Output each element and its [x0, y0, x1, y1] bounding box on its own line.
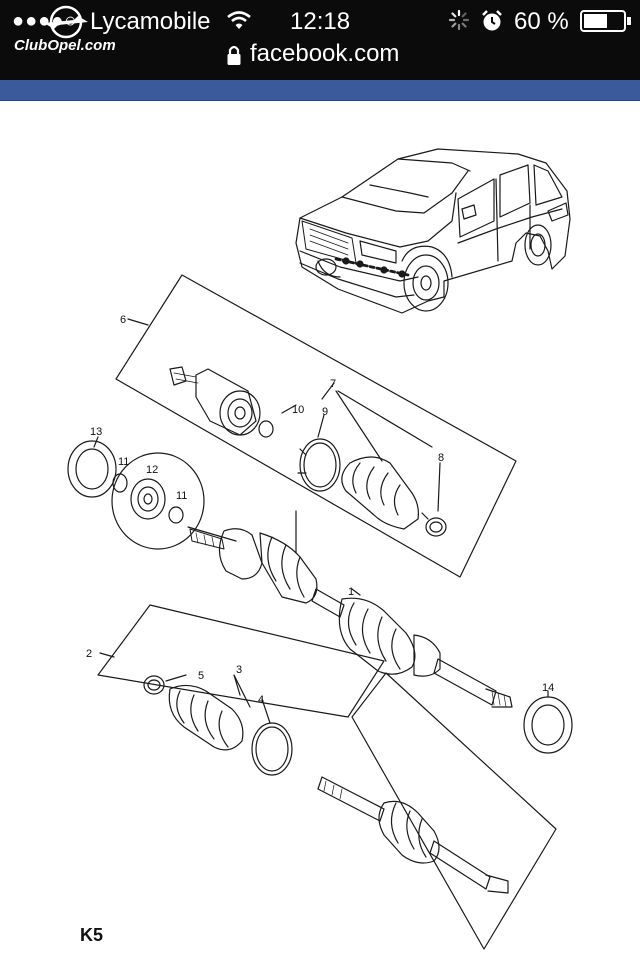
seal-13: [67, 440, 117, 498]
battery-icon: [580, 10, 632, 32]
shaft-box: [351, 672, 557, 950]
callout-2: 2: [86, 648, 92, 660]
callout-4: 4: [258, 694, 264, 706]
clamp-4: [251, 722, 293, 776]
callout-3: 3: [236, 664, 242, 676]
vehicle-illustration: [295, 148, 571, 314]
wifi-icon: [226, 9, 252, 31]
detail-circle: [111, 452, 237, 550]
carrier-name: Lycamobile: [90, 8, 211, 35]
seal-14: [523, 696, 573, 754]
callout-14: 14: [542, 682, 554, 694]
drive-shaft-lower: [317, 776, 509, 894]
callout-1: 1: [348, 586, 354, 598]
callout-10: 10: [292, 404, 304, 416]
callout-12: 12: [146, 464, 158, 476]
callout-13: 13: [90, 426, 102, 438]
page-content: 6 7 10 9 8 13 11 12 11 1 2 3 5 4 14 K5: [0, 101, 640, 960]
url-text: facebook.com: [250, 40, 400, 67]
callout-labels: 6 7 10 9 8 13 11 12 11 1 2 3 5 4 14: [86, 314, 554, 706]
diagram-page-code: K5: [80, 925, 104, 945]
callout-11a: 11: [118, 456, 129, 468]
clock: 12:18: [290, 8, 351, 35]
circlip-10: [258, 420, 274, 438]
small-clamp-5: [143, 675, 165, 695]
alarm-icon: [480, 9, 504, 33]
small-clamp-kit-6: [421, 512, 447, 537]
status-bar: ClubOpel.com ●●●●○ Lycamobile 12:18: [0, 0, 640, 80]
callout-5: 5: [198, 670, 204, 682]
circlip-11a: [112, 473, 128, 493]
lock-icon: [226, 44, 242, 66]
callout-8: 8: [438, 452, 444, 464]
callout-9: 9: [322, 406, 328, 418]
battery-percentage: 60 %: [514, 8, 569, 35]
drive-shaft-1: [189, 528, 513, 708]
clamp-9: [297, 438, 341, 492]
clubopel-watermark: ClubOpel.com: [14, 4, 118, 58]
callout-11b: 11: [176, 490, 187, 502]
bearing-12: [130, 478, 166, 520]
kit-box-6: [115, 274, 517, 578]
boot-kit-2: [168, 684, 244, 751]
callout-6: 6: [120, 314, 126, 326]
callout-7: 7: [330, 378, 336, 390]
facebook-header-strip: [0, 80, 640, 101]
signal-strength: ●●●●○: [12, 10, 78, 32]
activity-spinner-icon: [448, 9, 470, 31]
circlip-11b: [168, 506, 184, 524]
kit-box-2: [97, 604, 385, 718]
outer-cv-joint: [169, 366, 261, 436]
boot-kit-6: [341, 456, 419, 530]
watermark-text: ClubOpel.com: [14, 37, 116, 54]
drive-shaft-parts-diagram: 6 7 10 9 8 13 11 12 11 1 2 3 5 4 14: [67, 148, 573, 950]
